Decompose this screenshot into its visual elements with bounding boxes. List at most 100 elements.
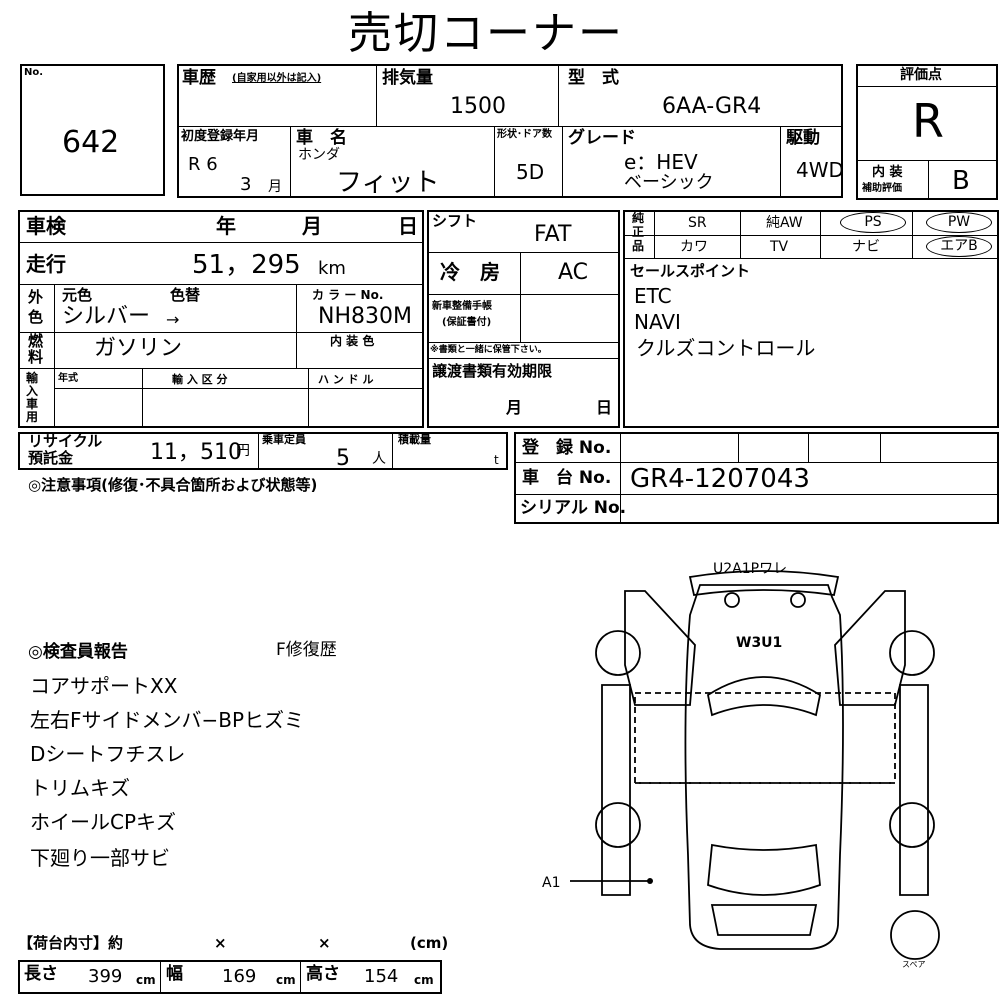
serial-label: シリアル No. bbox=[520, 498, 627, 518]
load-unit: t bbox=[494, 453, 499, 467]
mid-table bbox=[427, 210, 620, 428]
registration-table bbox=[514, 432, 999, 524]
mileage-unit: km bbox=[318, 258, 346, 279]
body-label: 形状･ドア数 bbox=[497, 129, 552, 140]
equip-ps-circled: PS bbox=[840, 212, 906, 233]
first-reg-month: 3 bbox=[240, 174, 252, 195]
fuel-side-1: 燃 bbox=[28, 332, 44, 350]
grade-label: グレード bbox=[568, 128, 636, 148]
first-reg-label: 初度登録年月 bbox=[181, 129, 260, 144]
cargo-length: 399 bbox=[88, 966, 123, 987]
drive-value: 4WD bbox=[796, 158, 844, 182]
aircon-label: 冷 房 bbox=[440, 260, 500, 284]
car-name: フィット bbox=[336, 168, 440, 198]
cargo-width-cm: cm bbox=[276, 973, 296, 987]
displacement-value: 1500 bbox=[450, 94, 506, 119]
color-side-1: 外 bbox=[28, 288, 44, 306]
report-item-1: コアサポートXX bbox=[30, 674, 178, 698]
interior-color-label: 内 装 色 bbox=[330, 334, 375, 348]
model-label: 型 式 bbox=[568, 68, 619, 88]
chassis-value: GR4-1207043 bbox=[630, 464, 810, 494]
rating-label: 評価点 bbox=[900, 67, 942, 83]
cargo-dimensions-row bbox=[18, 960, 442, 994]
import-type-label: 輸 入 区 分 bbox=[172, 373, 228, 386]
recycle-value: 11，510 bbox=[150, 440, 242, 465]
color-side-2: 色 bbox=[28, 308, 44, 326]
equip-navi: ナビ bbox=[852, 239, 880, 255]
interior-label-2: 補助評価 bbox=[862, 183, 902, 194]
mileage-value: 51，295 bbox=[192, 250, 301, 280]
notes-label: ◎注意事項(修復･不具合箇所および状態等) bbox=[28, 476, 318, 494]
grade-line1: e：HEV bbox=[624, 150, 698, 174]
registration-label: 登 録 No. bbox=[522, 438, 612, 458]
diagram-w-label: W3U1 bbox=[736, 635, 782, 651]
diagram-a-label: A1 bbox=[542, 875, 560, 891]
equip-pw-circled: PW bbox=[926, 212, 992, 233]
grade-line2: ベーシック bbox=[624, 172, 714, 193]
transfer-month: 月 bbox=[506, 398, 523, 417]
equip-label-2: 正 bbox=[632, 225, 645, 239]
capacity-unit: 人 bbox=[372, 451, 386, 467]
report-item-6: 下廻り一部サビ bbox=[30, 846, 170, 870]
mileage-label: 走行 bbox=[26, 252, 66, 276]
sales-point-1: ETC bbox=[634, 284, 672, 308]
inspection-label: 車検 bbox=[26, 214, 66, 238]
rating-value: R bbox=[912, 94, 944, 148]
first-reg-month-unit: 月 bbox=[268, 179, 282, 195]
cargo-label: 【荷台内寸】約 bbox=[18, 934, 124, 952]
equip-label-1: 純 bbox=[632, 211, 645, 225]
interior-label-1: 内 装 bbox=[872, 165, 903, 180]
equip-airbag-circled: エアB bbox=[926, 236, 992, 257]
lot-number: 642 bbox=[62, 125, 120, 160]
inspection-day: 日 bbox=[398, 214, 418, 238]
recycle-label-1: リサイクル bbox=[28, 432, 103, 450]
sales-point-3: クルズコントロール bbox=[636, 336, 816, 360]
cargo-height: 154 bbox=[364, 966, 399, 987]
report-repair: F修復歴 bbox=[276, 640, 337, 660]
body-value: 5D bbox=[516, 160, 545, 184]
fuel-value: ガソリン bbox=[94, 336, 183, 361]
import-side-label: 輸入車用 bbox=[26, 371, 39, 424]
rating-box bbox=[856, 64, 998, 200]
cargo-width: 169 bbox=[222, 966, 257, 987]
cargo-unit: (cm) bbox=[410, 934, 449, 952]
cargo-x2: × bbox=[318, 934, 331, 952]
recycle-row bbox=[18, 432, 508, 470]
report-item-5: ホイールCPキズ bbox=[30, 810, 177, 834]
orig-color-value: シルバー bbox=[62, 304, 151, 329]
car-name-label: 車 名 bbox=[296, 128, 347, 148]
equip-label-3: 品 bbox=[632, 239, 645, 253]
color-code-value: NH830M bbox=[318, 304, 412, 329]
fuel-side-2: 料 bbox=[28, 348, 44, 366]
maintenance-label-2: (保証書付) bbox=[442, 317, 492, 328]
aircon-value: AC bbox=[558, 260, 589, 285]
sales-point-2: NAVI bbox=[634, 310, 681, 334]
first-reg-year: R 6 bbox=[188, 154, 218, 175]
equip-alloy-wheel: 純AW bbox=[766, 215, 803, 231]
shift-label: シフト bbox=[432, 212, 478, 230]
recycle-unit: 円 bbox=[236, 443, 250, 459]
cargo-length-cm: cm bbox=[136, 973, 156, 987]
capacity-label: 乗車定員 bbox=[262, 433, 306, 446]
transfer-day: 日 bbox=[596, 398, 613, 417]
load-label: 積載量 bbox=[398, 433, 431, 446]
report-item-3: Dシートフチスレ bbox=[30, 742, 186, 766]
diagram-spare-label: スペア bbox=[902, 960, 925, 969]
maintenance-label-1: 新車整備手帳 bbox=[432, 301, 492, 312]
sales-points-label: セールスポイント bbox=[630, 262, 751, 280]
cargo-width-label: 幅 bbox=[166, 964, 183, 984]
equip-sr: SR bbox=[688, 215, 707, 231]
model-value: 6AA-GR4 bbox=[662, 94, 762, 119]
displacement-label: 排気量 bbox=[382, 68, 433, 88]
history-note: (自家用以外は記入) bbox=[232, 73, 322, 84]
car-damage-diagram: U2A1Pワレ W3U1 A1 スペア bbox=[542, 561, 940, 969]
orig-color-label: 元色 bbox=[62, 286, 93, 304]
equip-tv: TV bbox=[770, 239, 789, 255]
detail-table bbox=[18, 210, 424, 428]
lot-no-label: No. bbox=[24, 67, 44, 78]
interior-value: B bbox=[952, 166, 970, 196]
cargo-x1: × bbox=[214, 934, 227, 952]
capacity-value: 5 bbox=[336, 446, 350, 471]
recycle-label-2: 預託金 bbox=[28, 449, 74, 467]
color-code-label: カ ラ ー No. bbox=[312, 288, 384, 302]
